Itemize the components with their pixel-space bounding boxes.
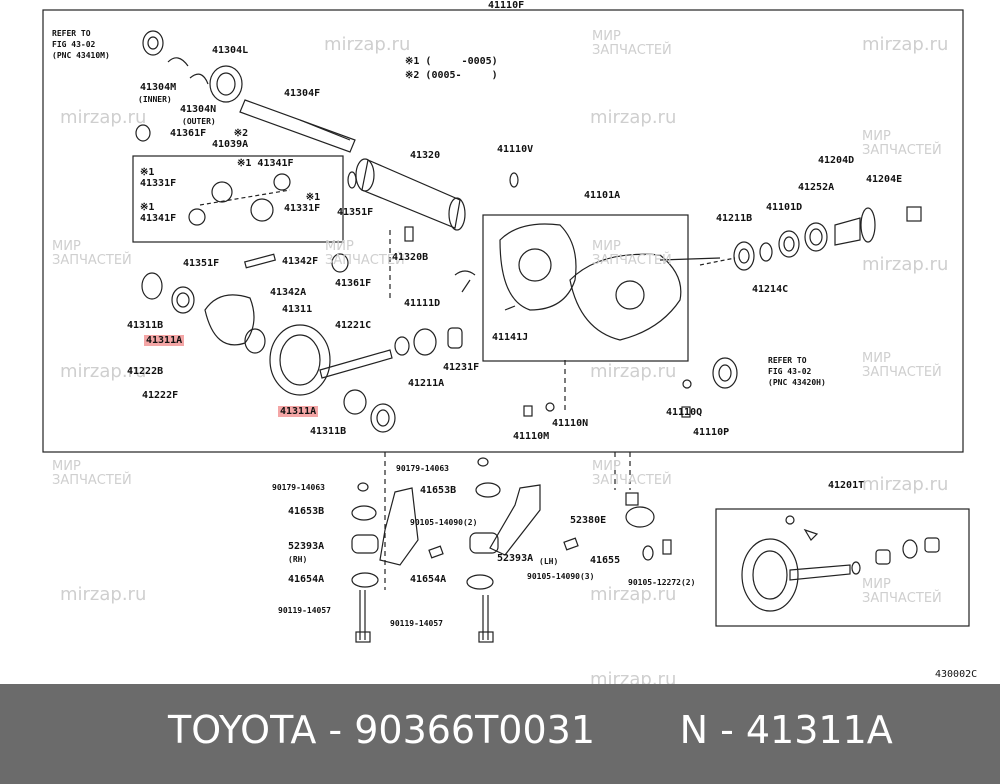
label-41320: 41320 [410, 150, 441, 161]
label-41252A: 41252A [798, 182, 835, 193]
label-41331F-right: ※1 41331F [284, 192, 321, 214]
label-41110N: 41110N [552, 418, 589, 429]
parts-diagram: mirzap.ru mirzap.ru mirzap.ru mirzap.ru … [42, 0, 978, 690]
label-90179-14063: 90179-14063 [396, 464, 449, 473]
assembly-frame [42, 9, 964, 453]
label-41211A: 41211A [408, 378, 445, 389]
label-52380E: 52380E [570, 515, 607, 526]
label-41110V: 41110V [497, 144, 534, 155]
frame-label: 41110F [488, 0, 525, 11]
watermark-site: mirzap.ru [324, 34, 411, 55]
label-41110Q: 41110Q [666, 407, 703, 418]
label-41204D: 41204D [818, 155, 855, 166]
label-90105-14090-2: 90105-14090(2) [410, 518, 478, 527]
diagram-code: 430002C [935, 669, 978, 680]
label-41311A-highlight: 41311A [278, 406, 319, 417]
label-rh: (RH) [288, 555, 308, 564]
label-90105-12272-2: 90105-12272(2) [628, 578, 696, 587]
watermark-site: mirzap.ru [862, 474, 949, 495]
label-41111D: 41111D [404, 298, 441, 309]
label-90119-14057: 90119-14057 [390, 619, 443, 628]
label-52393A-rh: 52393A [288, 541, 325, 552]
label-52393A-lh: 52393A [497, 553, 534, 564]
diagram-drawing [42, 9, 970, 643]
label-41311B-top: 41311B [127, 320, 164, 331]
label-90105-14090-3: 90105-14090(3) [527, 572, 595, 581]
note-star1: ※1 ( -0005) [405, 56, 498, 67]
note-star2: ※2 (0005- ) [405, 70, 498, 81]
label-41039A: ※2 41039A [212, 128, 249, 150]
watermark-site: mirzap.ru [862, 254, 949, 275]
label-41231F: 41231F [443, 362, 480, 373]
label-41361F-mid: 41361F [335, 278, 372, 289]
label-41342A: 41342A [270, 287, 307, 298]
watermark-site: mirzap.ru [862, 34, 949, 55]
label-41101A: 41101A [584, 190, 621, 201]
ring-pinion-box [715, 508, 970, 627]
label-41110M: 41110M [513, 431, 550, 442]
label-41311: 41311 [282, 304, 313, 315]
label-41341F-left: ※1 41341F [140, 202, 177, 224]
label-41214C: 41214C [752, 284, 789, 295]
label-41201T: 41201T [828, 480, 865, 491]
carrier-box [482, 214, 689, 362]
watermark-site: mirzap.ru [60, 584, 147, 605]
label-90179-14063: 90179-14063 [272, 483, 325, 492]
part-number-footer: TOYOTA - 90366T0031 N - 41311A [0, 684, 1000, 784]
label-41141J: 41141J [492, 332, 529, 343]
label-41653B: 41653B [288, 506, 325, 517]
watermark-site: mirzap.ru [590, 584, 677, 605]
label-41222F: 41222F [142, 390, 179, 401]
label-90119-14057: 90119-14057 [278, 606, 331, 615]
label-41320B: 41320B [392, 252, 429, 263]
label-41211B: 41211B [716, 213, 753, 224]
label-41654A: 41654A [410, 574, 447, 585]
label-41331F-left: ※1 41331F [140, 167, 177, 189]
label-lh: (LH) [539, 557, 559, 566]
label-41311A-highlight: 41311A [144, 335, 185, 346]
label-41351F-mid: 41351F [337, 207, 374, 218]
label-41221C: 41221C [335, 320, 372, 331]
label-41341F-top: ※1 41341F [237, 158, 294, 169]
watermark-site: mirzap.ru [590, 107, 677, 128]
label-41304M: 41304M [140, 82, 177, 93]
label-41361F: 41361F [170, 128, 207, 139]
label-41304F: 41304F [284, 88, 321, 99]
differential-case-box [132, 155, 344, 243]
label-41304N-outer: (OUTER) [182, 117, 216, 126]
watermark-site: mirzap.ru [590, 361, 677, 382]
part-number-text: TOYOTA - 90366T0031 N - 41311A [168, 708, 893, 752]
label-41101D: 41101D [766, 202, 803, 213]
watermark-site: mirzap.ru [60, 361, 147, 382]
label-41311B-bottom: 41311B [310, 426, 347, 437]
label-41653B: 41653B [420, 485, 457, 496]
watermark-site: mirzap.ru [60, 107, 147, 128]
label-41304M-inner: (INNER) [138, 95, 172, 104]
label-41654A: 41654A [288, 574, 325, 585]
label-41222B: 41222B [127, 366, 164, 377]
label-41304N: 41304N [180, 104, 217, 115]
label-41655: 41655 [590, 555, 621, 566]
label-41351F-left: 41351F [183, 258, 220, 269]
label-41304L: 41304L [212, 45, 249, 56]
label-41110P: 41110P [693, 427, 730, 438]
label-41204E: 41204E [866, 174, 903, 185]
label-41342F: 41342F [282, 256, 319, 267]
